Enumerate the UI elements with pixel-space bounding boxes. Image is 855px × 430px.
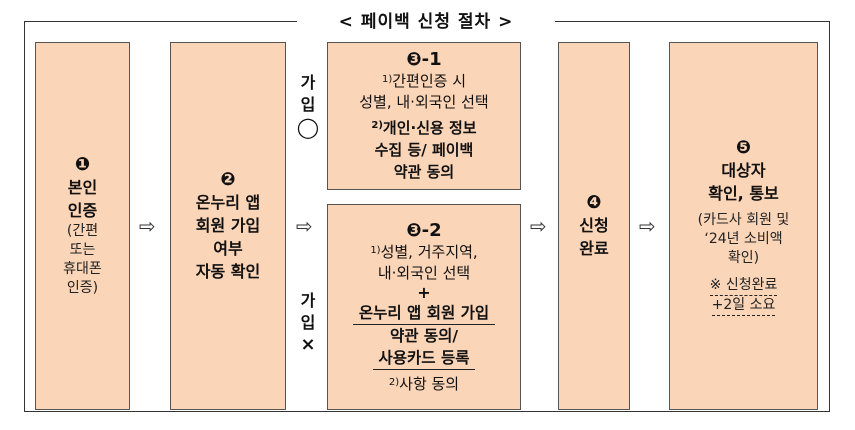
step3-1-item2-line2: 수집 등/ 페이백	[374, 141, 474, 159]
step1-sub4: 인증)	[66, 280, 99, 296]
step2-line3: 여부	[213, 239, 243, 258]
step3-2-box: ❸-2 1)성별, 거주지역, 내·외국인 선택 + 온누리 앱 회원 가입 약…	[327, 204, 521, 410]
step1-box: ❶ 본인 인증 (간편 또는 휴대폰 인증)	[35, 42, 130, 410]
diagram-title: < 페이백 신청 절차 >	[297, 8, 555, 36]
branch-not-joined-char2: 입	[300, 313, 316, 332]
step3-2-item1-line2: 내·외국인 선택	[377, 263, 471, 282]
step1-sub1: (간편	[66, 223, 99, 239]
step1-sub2: 또는	[69, 242, 96, 258]
step3-1-item2-line1: 2)개인·신용 정보	[371, 119, 477, 137]
step3-2-item1-line1: 1)성별, 거주지역,	[370, 242, 478, 261]
arrow-step4-to-step5: ⇨	[639, 214, 656, 238]
branch-not-joined-char1: 가	[300, 291, 316, 310]
step3-2-bold-line1: 온누리 앱 회원 가입	[352, 302, 496, 325]
step5-note1: ※ 신청완료	[709, 276, 778, 296]
step5-number: ❺	[735, 136, 752, 158]
step4-number: ❹	[586, 192, 602, 213]
step3-1-box: ❸-1 1)간편인증 시 성별, 내·외국인 선택 2)개인·신용 정보 수집 …	[327, 42, 521, 190]
branch-joined-mark: ◯	[296, 115, 320, 139]
step5-sub2: ‘24년 소비액	[704, 230, 783, 247]
step3-2-bold-line3: 사용카드 등록	[372, 347, 476, 370]
step3-2-number: ❸-2	[406, 219, 442, 241]
step2-line1: 온누리 앱	[195, 193, 261, 212]
step5-note2: +2일 소요	[711, 296, 776, 316]
step3-1-item2-line3: 약관 동의	[393, 163, 455, 181]
step2-box: ❷ 온누리 앱 회원 가입 여부 자동 확인	[170, 42, 286, 410]
step4-box: ❹ 신청 완료	[558, 42, 630, 410]
step5-sub1: (카드사 회원 및	[697, 211, 790, 228]
step3-2-item2: 2)사항 동의	[388, 374, 460, 393]
step4-line2: 완료	[579, 239, 609, 258]
step1-line2: 인증	[67, 201, 98, 220]
arrow-step1-to-step2: ⇨	[139, 214, 156, 238]
step3-1-item1-line1: 1)간편인증 시	[381, 72, 467, 90]
step3-1-item1-line2: 성별, 내·외국인 선택	[359, 93, 489, 111]
branch-joined-char2: 입	[300, 95, 316, 114]
step1-line1: 본인	[67, 178, 98, 197]
step3-1-number: ❸-1	[406, 49, 442, 70]
step5-sub3: 확인)	[727, 249, 760, 266]
step2-line4: 자동 확인	[195, 262, 261, 281]
step3-2-plus: +	[417, 282, 431, 302]
arrow-step2-to-step3-2: ⇨	[296, 214, 313, 238]
branch-not-joined-mark: ×	[300, 334, 316, 355]
branch-label-joined: 가 입 ◯	[293, 72, 323, 138]
step5-box: ❺ 대상자 확인, 통보 (카드사 회원 및 ‘24년 소비액 확인) ※ 신청…	[669, 42, 818, 410]
step5-line1: 대상자	[721, 160, 766, 180]
step1-number: ❶	[74, 154, 91, 175]
branch-label-not-joined: 가 입 ×	[293, 290, 323, 356]
step5-line2: 확인, 통보	[708, 183, 779, 203]
step2-line2: 회원 가입	[195, 216, 261, 235]
step1-sub3: 휴대폰	[63, 261, 102, 277]
branch-joined-char1: 가	[300, 73, 316, 92]
arrow-step3-to-step4: ⇨	[530, 214, 547, 238]
step2-number: ❷	[220, 169, 236, 190]
step3-2-bold-line2: 약관 동의/	[389, 326, 459, 345]
step4-line1: 신청	[579, 216, 609, 235]
